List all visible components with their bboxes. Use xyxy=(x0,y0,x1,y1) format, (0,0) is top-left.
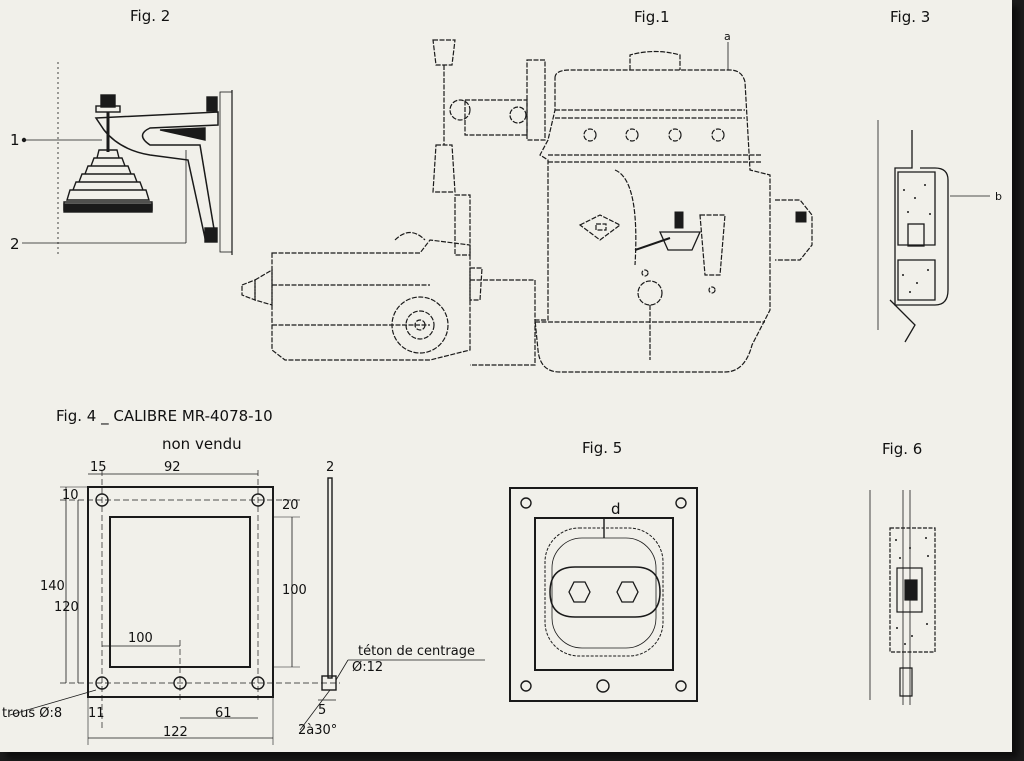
fig4-dim-100-inner: 100 xyxy=(128,631,153,646)
fig2-callout-2: 2 xyxy=(10,235,20,253)
fig4-dim-92: 92 xyxy=(164,460,181,475)
fig4-dim-5: 5 xyxy=(318,703,326,718)
fig4-holes-label: trous Ø:8 xyxy=(2,706,62,721)
fig4-drawing xyxy=(9,470,485,745)
fig3-callout-b: b xyxy=(995,190,1002,203)
fig4-dim-61: 61 xyxy=(215,706,232,721)
fig4-dim-15: 15 xyxy=(90,460,107,475)
fig1-drawing xyxy=(241,39,813,373)
fig3-stipple xyxy=(902,184,931,293)
fig5-drawing xyxy=(509,487,698,702)
fig2-title: Fig. 2 xyxy=(130,7,170,25)
fig4-title: Fig. 4 _ CALIBRE MR-4078-10 xyxy=(56,407,273,426)
fig4-centering-diameter: Ø:12 xyxy=(352,660,383,675)
fig4-angle-label: 2à30° xyxy=(298,723,337,738)
fig2-drawing xyxy=(21,62,233,255)
fig4-dim-120: 120 xyxy=(54,600,79,615)
fig1-callout-a: a xyxy=(724,30,731,43)
fig4-dim-140: 140 xyxy=(40,579,65,594)
fig1-title: Fig.1 xyxy=(634,8,670,26)
fig5-title: Fig. 5 xyxy=(582,439,622,457)
fig4-dim-11: 11 xyxy=(88,706,105,721)
fig4-centering-label: téton de centrage xyxy=(358,644,475,659)
fig4-dim-20: 20 xyxy=(282,498,299,513)
fig2-callout-1: 1 xyxy=(10,131,20,149)
fig3-title: Fig. 3 xyxy=(890,8,930,26)
technical-drawing: Fig. 2 1 2 xyxy=(2,7,1002,745)
fig4-dim-100-right: 100 xyxy=(282,583,307,598)
fig6-title: Fig. 6 xyxy=(882,440,922,458)
drawing-sheet: Fig. 2 1 2 xyxy=(0,0,1012,752)
fig1-solid-parts xyxy=(634,211,807,251)
fig6-stipple xyxy=(895,537,929,645)
fig4-subtitle: non vendu xyxy=(162,435,242,453)
fig6-drawing xyxy=(869,490,936,705)
fig4-dim-2: 2 xyxy=(326,460,334,475)
fig4-dim-122: 122 xyxy=(163,725,188,740)
fig3-drawing xyxy=(877,120,949,343)
fig4-dim-10: 10 xyxy=(62,488,79,503)
fig5-callout-d: d xyxy=(611,500,621,518)
